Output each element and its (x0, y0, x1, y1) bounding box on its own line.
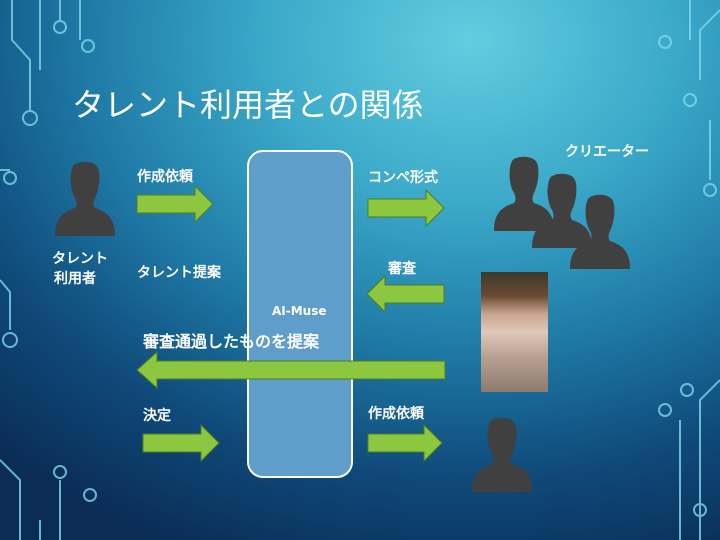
ai-muse-box (247, 150, 353, 478)
right-arrow (367, 188, 445, 228)
talent-proposal-label: タレント提案 (137, 265, 221, 281)
talent-user-label-1: タレント (52, 251, 108, 267)
request-label: 作成依頼 (137, 169, 193, 185)
right-arrow (136, 184, 214, 224)
talent-user-icon (55, 161, 115, 236)
creator-icon (570, 194, 630, 269)
decision-label: 決定 (143, 408, 171, 424)
right-arrow (142, 423, 220, 463)
page-title: タレント利用者との関係 (72, 86, 424, 124)
talent-user-label-2: 利用者 (54, 271, 96, 287)
creator-request-label: 作成依頼 (368, 406, 424, 422)
creators-label: クリエーター (565, 144, 649, 160)
left-arrow (366, 274, 445, 314)
generated-talent-image (481, 272, 548, 392)
selected-creator-icon (472, 417, 532, 492)
ai-muse-label: AI-Muse (272, 304, 327, 318)
long-left-arrow (136, 350, 446, 390)
competition-label: コンペ形式 (368, 170, 438, 186)
review-label: 審査 (388, 261, 416, 277)
right-arrow (367, 423, 443, 463)
approved-proposal-label: 審査通過したものを提案 (143, 332, 320, 351)
